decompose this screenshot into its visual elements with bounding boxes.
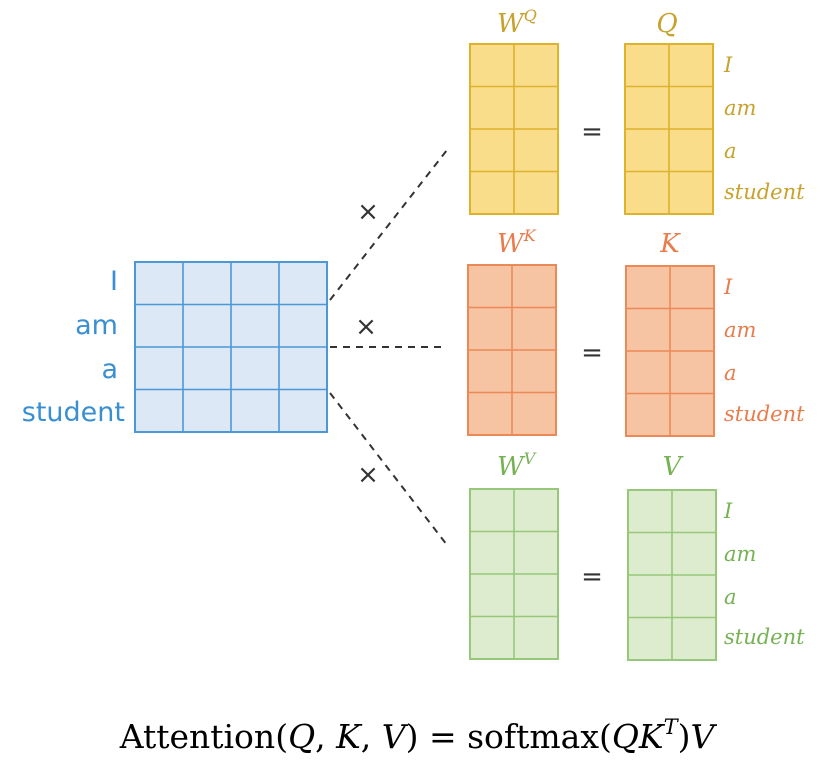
v-row-label-student: student xyxy=(724,625,805,649)
equals-sign-v: = xyxy=(581,562,603,592)
k-row-label-i: I xyxy=(723,275,733,299)
result-title-k: K xyxy=(659,229,681,259)
connector-lines xyxy=(329,149,448,546)
result-title-v: V xyxy=(663,452,684,482)
result-title-q: Q xyxy=(656,9,677,39)
input-word-i: I xyxy=(110,266,118,297)
attention-formula: Attention(Q, K, V) = softmax(QKT)V xyxy=(119,715,718,756)
q-row-label-am: am xyxy=(724,96,756,120)
equals-sign-q: = xyxy=(581,117,603,147)
result-matrix-q xyxy=(624,43,714,215)
dashed-connector-v xyxy=(329,392,448,546)
times-sign-q: × xyxy=(357,197,379,227)
k-row-label-student: student xyxy=(724,402,805,426)
q-row-label-i: I xyxy=(723,53,733,77)
input-word-a: a xyxy=(101,354,118,385)
input-embedding-matrix xyxy=(134,261,328,433)
weight-title-q: WQ xyxy=(497,6,537,39)
v-row-label-i: I xyxy=(723,499,733,523)
weight-matrix-q xyxy=(469,43,559,215)
weight-title-k: WK xyxy=(497,226,537,259)
times-sign-v: × xyxy=(357,460,379,490)
input-word-am: am xyxy=(75,310,118,341)
equals-sign-k: = xyxy=(581,338,603,368)
input-word-student: student xyxy=(22,397,125,428)
q-row-label-student: student xyxy=(724,180,805,204)
q-row-label-a: a xyxy=(724,139,737,163)
weight-title-v: WV xyxy=(497,449,537,482)
dashed-connector-q xyxy=(329,149,448,301)
weight-matrix-v xyxy=(469,488,559,660)
v-row-label-a: a xyxy=(724,585,737,609)
k-row-label-am: am xyxy=(724,318,756,342)
result-matrix-k xyxy=(625,265,715,437)
times-sign-k: × xyxy=(355,312,377,342)
v-row-label-am: am xyxy=(724,542,756,566)
result-matrix-v xyxy=(627,489,717,661)
k-row-label-a: a xyxy=(724,361,737,385)
weight-matrix-k xyxy=(467,264,557,436)
